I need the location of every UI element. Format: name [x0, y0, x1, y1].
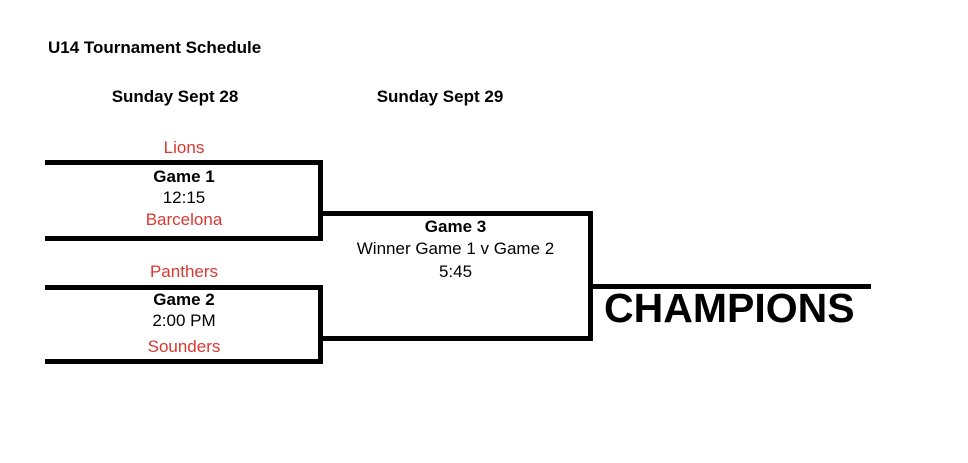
- game2-time: 2:00 PM: [152, 311, 216, 330]
- game1-label: Game 1: [153, 167, 215, 186]
- column-header-day1: Sunday Sept 28: [111, 87, 239, 106]
- game2-top-team: Panthers: [149, 262, 219, 281]
- champion-label: CHAMPIONS: [604, 285, 855, 331]
- game2-right-line: [318, 285, 323, 364]
- page-title: U14 Tournament Schedule: [48, 38, 262, 57]
- game3-right-line: [588, 211, 593, 341]
- game1-bottom-line: [45, 236, 323, 241]
- game1-right-line: [318, 160, 323, 241]
- game3-label: Game 3: [424, 217, 487, 236]
- game2-top-line: [45, 285, 323, 290]
- game2-label: Game 2: [153, 290, 215, 309]
- game1-time: 12:15: [162, 188, 206, 207]
- game2-bottom-team: Sounders: [147, 337, 221, 356]
- game3-time: 5:45: [438, 262, 473, 281]
- game3-participants: Winner Game 1 v Game 2: [356, 239, 555, 258]
- game1-top-team: Lions: [163, 138, 205, 157]
- game3-bottom-line: [318, 336, 593, 341]
- game1-top-line: [45, 160, 323, 165]
- game1-bottom-team: Barcelona: [145, 210, 223, 229]
- game3-top-line: [318, 211, 593, 216]
- game2-bottom-line: [45, 359, 323, 364]
- champion-line: [593, 284, 871, 289]
- column-header-day2: Sunday Sept 29: [376, 87, 504, 106]
